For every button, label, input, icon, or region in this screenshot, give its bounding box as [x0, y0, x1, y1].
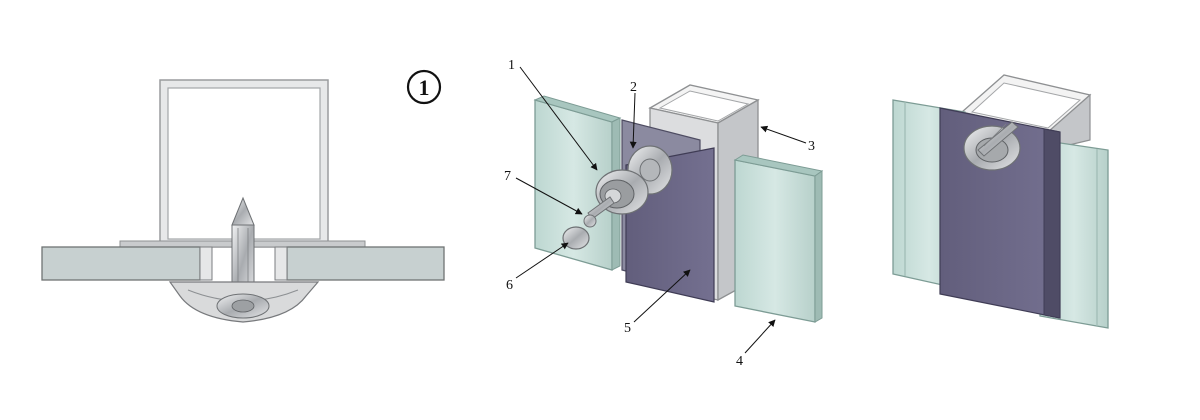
nut [231, 299, 255, 313]
cap-6 [562, 226, 590, 250]
glass-right [734, 159, 816, 323]
view-badge: 1 [406, 69, 442, 105]
bolt-tip [231, 196, 255, 226]
leader-1 [519, 66, 598, 171]
assembled-view [892, 74, 1109, 329]
callout-6: 6 [506, 278, 513, 293]
badge-number: 1 [419, 75, 430, 100]
leader-6 [515, 242, 569, 279]
leader-2 [629, 92, 637, 149]
bracket-left [199, 246, 213, 281]
exploded-view: 1 2 3 4 5 6 7 [504, 58, 824, 369]
glass-pane-right [286, 246, 445, 281]
assembled-bolt [977, 121, 1019, 157]
cross-section-view [41, 79, 445, 323]
callout-2: 2 [630, 80, 637, 95]
callout-3: 3 [808, 139, 815, 154]
leader-4 [744, 319, 776, 354]
bracket-right [274, 246, 288, 281]
leader-3 [760, 125, 807, 144]
leader-7 [515, 177, 583, 215]
callout-4: 4 [736, 354, 743, 369]
callout-5: 5 [624, 321, 631, 336]
leader-5 [633, 269, 691, 323]
badge-circle [406, 69, 442, 105]
callout-1: 1 [508, 58, 515, 73]
callout-7: 7 [504, 169, 511, 184]
glass-pane-left [41, 246, 201, 281]
